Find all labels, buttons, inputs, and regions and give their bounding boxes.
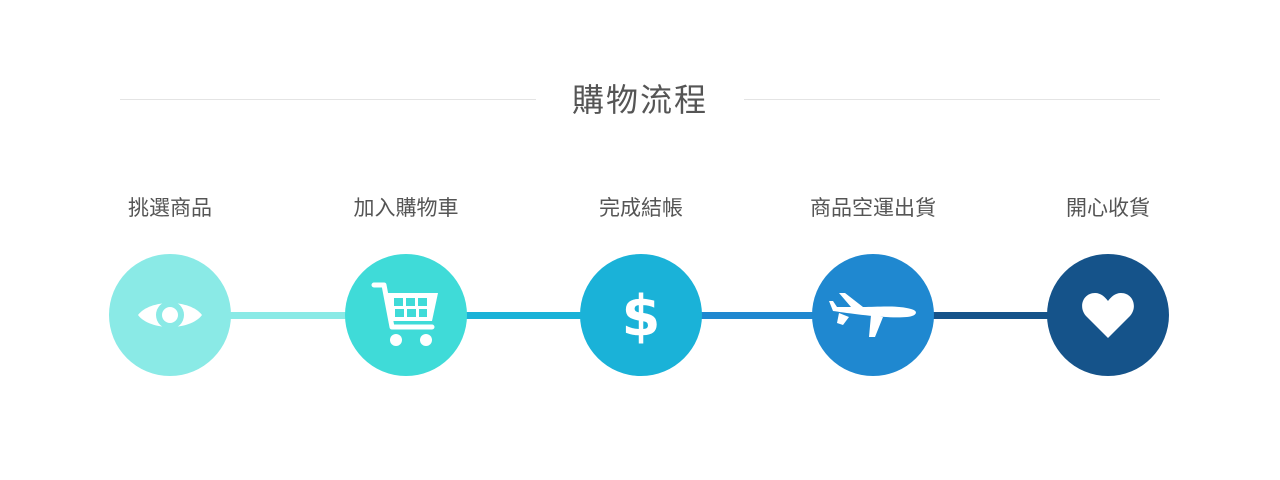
step-circle-received — [1047, 254, 1169, 376]
connector-3 — [700, 312, 815, 319]
dollar-icon: $ — [622, 285, 661, 345]
title-divider-right — [744, 99, 1160, 100]
step-circle-checkout: $ — [580, 254, 702, 376]
step-circle-air-shipping — [812, 254, 934, 376]
page-title: 購物流程 — [571, 81, 708, 119]
heart-icon — [1082, 293, 1134, 338]
eye-icon — [138, 301, 202, 329]
step-label-received: 開心收貨 — [1066, 196, 1150, 220]
airplane-icon — [829, 293, 916, 337]
title-divider-left — [120, 99, 536, 100]
step-label-add-to-cart: 加入購物車 — [353, 196, 459, 220]
step-circle-add-to-cart — [345, 254, 467, 376]
step-label-select-product: 挑選商品 — [128, 196, 212, 220]
svg-text:$: $ — [622, 285, 661, 345]
step-circle-select-product — [109, 254, 231, 376]
connector-1 — [230, 312, 350, 319]
step-label-air-shipping: 商品空運出貨 — [810, 196, 936, 220]
connector-2 — [465, 312, 585, 319]
step-label-checkout: 完成結帳 — [599, 196, 683, 220]
shopping-cart-icon — [371, 282, 438, 346]
section-header: 購物流程 — [120, 76, 1160, 124]
connector-4 — [930, 312, 1052, 319]
